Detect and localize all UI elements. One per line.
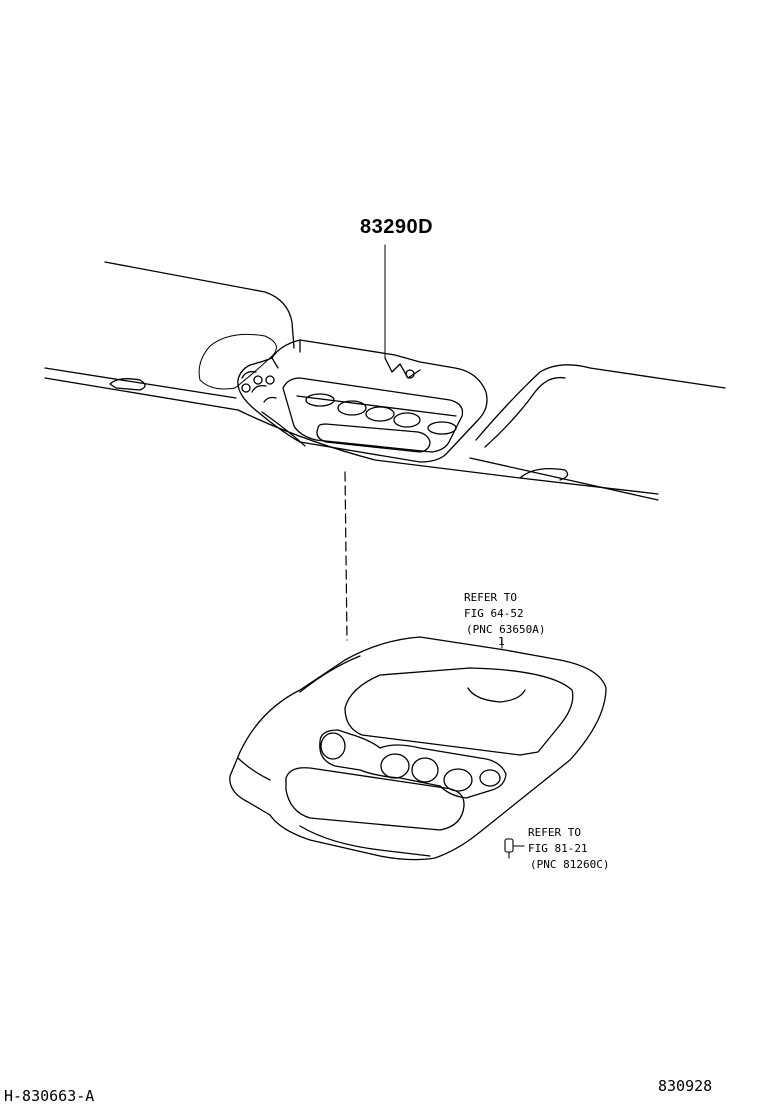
- illustration-code: H-830663-A: [4, 1087, 95, 1105]
- part-number-label: 83290D: [360, 216, 434, 238]
- refer-panel-line3: (PNC 63650A): [466, 623, 546, 636]
- bolt-symbol: [504, 838, 525, 859]
- overhead-console: [237, 339, 488, 463]
- refer-panel-line4: 1: [498, 635, 505, 648]
- console-cover-panel: [229, 636, 607, 861]
- refer-panel-line2: FIG 64-52: [464, 607, 524, 620]
- assembly-dash-line: [344, 471, 348, 641]
- refer-panel-line1: REFER TO: [464, 591, 517, 604]
- refer-bolt-line1: REFER TO: [528, 826, 581, 839]
- refer-bolt-line3: (PNC 81260C): [530, 858, 610, 871]
- date-code: 830928: [658, 1077, 713, 1095]
- refer-bolt-line2: FIG 81-21: [528, 842, 588, 855]
- roof-headliner: [44, 261, 726, 501]
